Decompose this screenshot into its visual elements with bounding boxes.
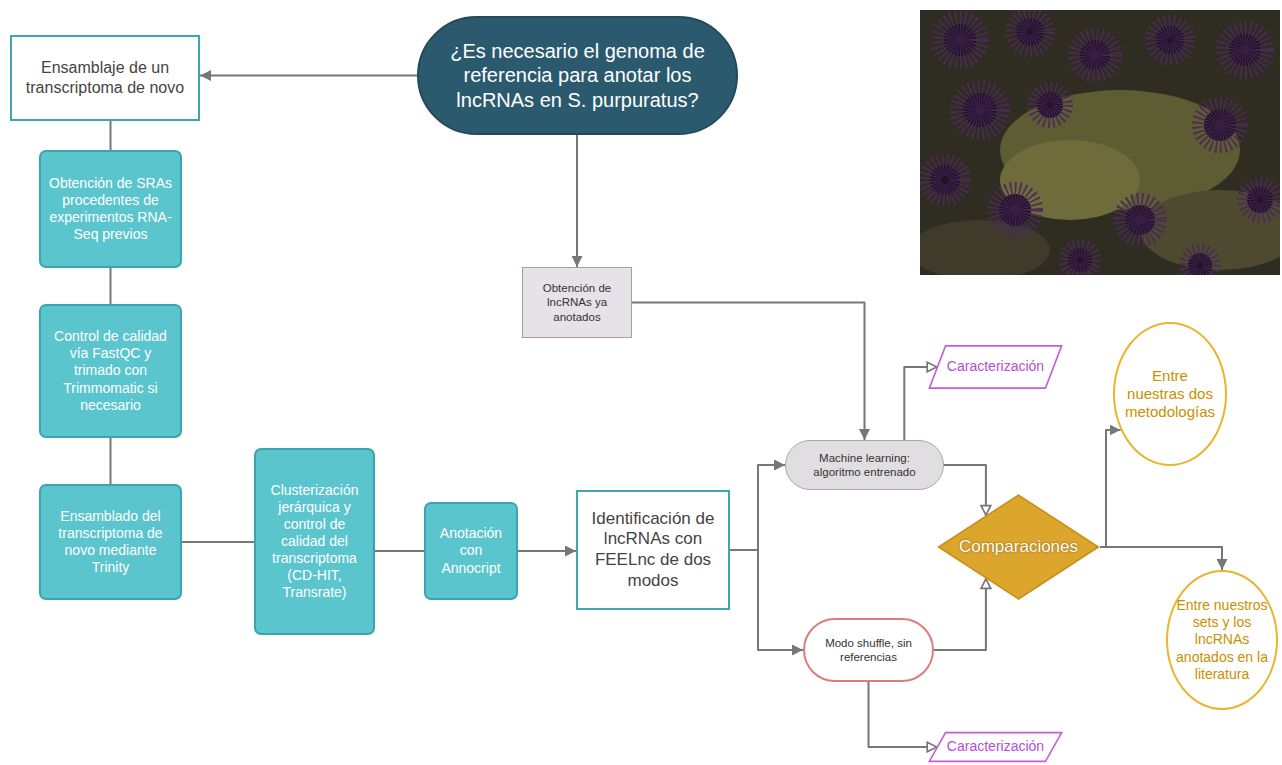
node-text: Ensamblado del transcriptoma de novo med…	[49, 508, 172, 576]
connector	[200, 75, 417, 77]
question-pill: ¿Es necesario el genoma de referencia pa…	[417, 16, 738, 135]
connector	[518, 550, 576, 552]
text-wrap: Clusterización jerárquica y control de c…	[256, 476, 373, 608]
text-wrap: Ensamblaje de un transcriptoma de novo	[12, 52, 198, 103]
connector	[632, 303, 865, 441]
node-text: Anotación con Annocript	[432, 525, 510, 576]
text-wrap: Modo shuffle, sin referencias	[805, 632, 932, 668]
connector	[730, 465, 785, 550]
identification-box: Identificación de lncRNAs con FEELnc de …	[576, 490, 730, 610]
node-text: Ensamblaje de un transcriptoma de novo	[22, 58, 188, 97]
connector	[1100, 547, 1222, 570]
text-wrap: Caracterización	[928, 356, 1063, 377]
text-wrap: Identificación de lncRNAs con FEELnc de …	[578, 503, 728, 598]
node-text: Caracterización	[946, 738, 1045, 755]
node-text: ¿Es necesario el genoma de referencia pa…	[449, 39, 706, 112]
node-text: Clusterización jerárquica y control de c…	[262, 482, 367, 602]
process-box: Control de calidad vía FastQC y trimado …	[39, 304, 182, 438]
text-wrap: Control de calidad vía FastQC y trimado …	[41, 322, 180, 419]
node-text: Caracterización	[946, 358, 1045, 375]
connector	[869, 682, 937, 747]
node-text: Obtención de lncRNAs ya anotados	[531, 281, 623, 323]
node-text: Obtención de SRAs procedentes de experim…	[49, 175, 172, 243]
text-wrap: Anotación con Annocript	[426, 519, 516, 582]
text-wrap: Machine learning: algoritmo entrenado	[786, 447, 943, 483]
connector	[1100, 430, 1121, 547]
node-text: Entre nuestras dos metodologías	[1125, 367, 1215, 422]
connector	[904, 367, 937, 440]
text-wrap: Caracterización	[928, 736, 1063, 757]
connector	[182, 541, 254, 543]
sea-urchin-photo	[920, 10, 1280, 275]
connector	[576, 135, 578, 267]
connector	[110, 438, 112, 484]
node-text: Control de calidad vía FastQC y trimado …	[49, 328, 172, 413]
text-wrap: Entre nuestros sets y los lncRNAs anotad…	[1168, 593, 1276, 686]
process-box: Anotación con Annocript	[424, 502, 518, 600]
data-box: Obtención de lncRNAs ya anotados	[522, 267, 632, 338]
node-text: Modo shuffle, sin referencias	[821, 636, 916, 664]
node-text: Comparaciones	[955, 537, 1082, 558]
text-wrap: Comparaciones	[937, 537, 1100, 558]
node-text: Machine learning: algoritmo entrenado	[800, 451, 929, 479]
connector	[944, 465, 986, 515]
text-wrap: Entre nuestras dos metodologías	[1115, 363, 1225, 426]
result-circle: Entre nuestras dos metodologías	[1113, 322, 1227, 466]
text-wrap: Obtención de SRAs procedentes de experim…	[41, 169, 180, 249]
connector	[730, 550, 803, 650]
decision-diamond: Comparaciones	[937, 494, 1100, 600]
node-text: Identificación de lncRNAs con FEELnc de …	[588, 509, 718, 592]
connector	[375, 550, 424, 552]
section-box: Ensamblaje de un transcriptoma de novo	[10, 35, 200, 121]
process-box: Obtención de SRAs procedentes de experim…	[39, 150, 182, 268]
connector	[110, 268, 112, 304]
node-text: Entre nuestros sets y los lncRNAs anotad…	[1175, 597, 1269, 682]
connector	[110, 121, 112, 150]
text-wrap: Obtención de lncRNAs ya anotados	[523, 277, 631, 327]
output-parallelogram: Caracterización	[928, 345, 1063, 389]
output-parallelogram: Caracterización	[928, 732, 1063, 762]
process-box: Ensamblado del transcriptoma de novo med…	[39, 484, 182, 600]
text-wrap: Ensamblado del transcriptoma de novo med…	[41, 502, 180, 582]
method-pill: Machine learning: algoritmo entrenado	[785, 440, 944, 490]
connector	[934, 579, 986, 650]
result-circle: Entre nuestros sets y los lncRNAs anotad…	[1166, 570, 1278, 710]
process-box: Clusterización jerárquica y control de c…	[254, 448, 375, 635]
text-wrap: ¿Es necesario el genoma de referencia pa…	[419, 31, 736, 120]
method-pill: Modo shuffle, sin referencias	[803, 618, 934, 682]
